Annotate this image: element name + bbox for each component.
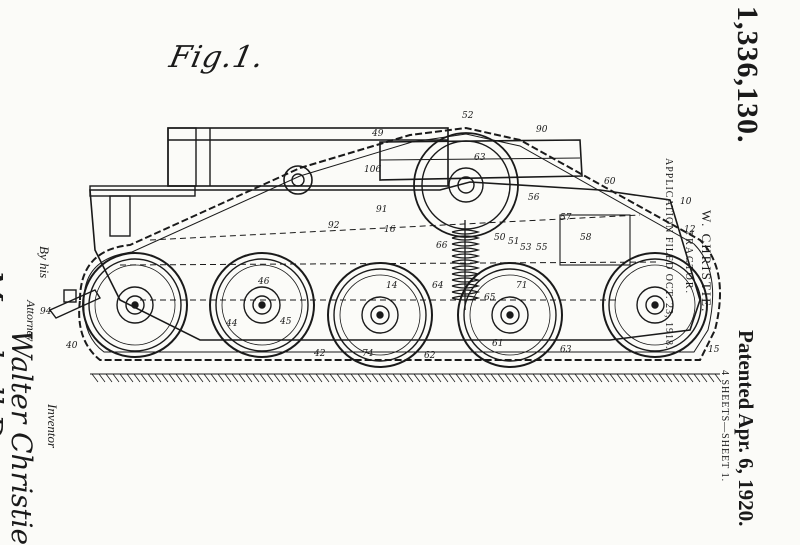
reference-numeral: 52 [462,111,474,121]
reference-numeral: 55 [536,243,548,253]
reference-numeral: 15 [708,345,720,355]
reference-numeral: 12 [684,225,696,235]
reference-numeral: 92 [328,221,340,231]
reference-numeral: 61 [492,339,503,349]
reference-numeral: 50 [494,233,506,243]
return-roller [413,132,519,238]
reference-numeral: 16 [384,225,396,235]
reference-numeral: 46 [257,277,270,287]
reference-numeral: 14 [386,281,398,291]
reference-numeral: 57 [560,213,572,223]
reference-numeral: 53 [520,243,532,253]
road-wheel [82,252,188,358]
road-wheel [209,252,315,358]
track [78,126,721,361]
hull [89,181,701,341]
reference-numeral: 10 [680,197,692,207]
reference-numeral: 45 [279,317,292,327]
reference-numeral: 42 [313,349,326,359]
reference-numeral: 62 [424,351,436,361]
superstructure [89,127,449,237]
road-wheels [82,252,708,368]
reference-numeral: 40 [65,341,78,351]
suspension-spring [451,220,481,310]
reference-numeral: 106 [364,165,381,175]
patent-drawing-sheet: Fig.1. 1,336,130. W. CHRISTIE. TRACTOR. … [0,6,764,545]
reference-numeral: 71 [516,281,527,291]
reference-numeral: 65 [484,293,496,303]
reference-numeral: 60 [604,177,616,187]
reference-numeral: 94 [40,307,52,317]
reference-numeral: 66 [436,241,448,251]
reference-numeral: 58 [580,233,592,243]
road-wheel [327,262,433,368]
reference-numeral: 56 [528,193,540,203]
reference-numeral: 74 [362,349,374,359]
road-wheel [602,252,708,358]
tow-bar [48,289,102,319]
reference-numeral: 63 [560,345,572,355]
reference-numeral: 90 [536,125,548,135]
reference-numeral: 49 [371,129,384,139]
road-wheel [457,262,563,368]
reference-numeral: 63 [474,153,486,163]
reference-numeral: 64 [432,281,444,291]
reference-numeral: 44 [225,319,238,329]
reference-numeral: 51 [508,237,519,247]
reference-numeral: 91 [376,205,387,215]
gun-barrel [379,139,583,181]
